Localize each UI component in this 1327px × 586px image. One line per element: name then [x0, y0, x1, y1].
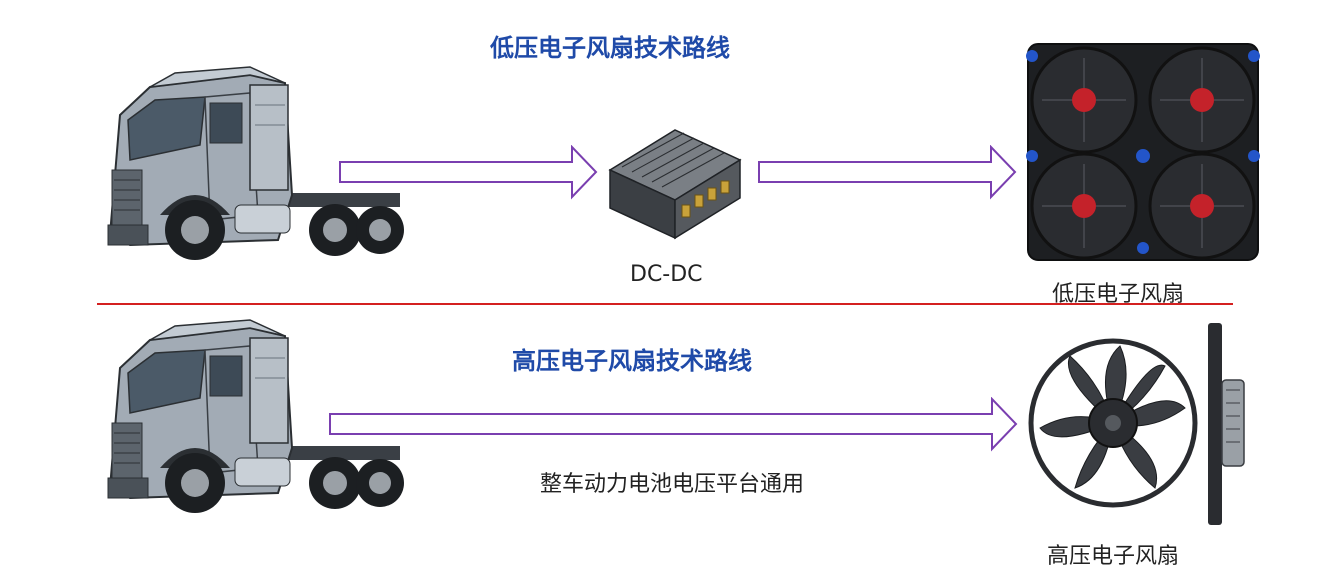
truck-icon-bottom — [100, 318, 405, 528]
divider-line — [97, 303, 1233, 305]
quad-fan-radiator-icon — [1022, 38, 1264, 266]
arrow-truck-to-dcdc — [338, 145, 600, 200]
dc-dc-converter-icon — [600, 120, 750, 245]
low-fan-label: 低压电子风扇 — [1052, 282, 1185, 307]
arrow-dcdc-to-fan — [757, 145, 1019, 200]
dc-dc-label: DC-DC — [630, 262, 703, 287]
high-fan-label: 高压电子风扇 — [1047, 544, 1180, 569]
axial-fan-icon — [1025, 318, 1255, 530]
high-route-title: 高压电子风扇技术路线 — [512, 347, 752, 375]
low-route-title: 低压电子风扇技术路线 — [490, 34, 730, 62]
truck-icon-top — [100, 65, 405, 275]
hv-arrow-label: 整车动力电池电压平台通用 — [540, 472, 805, 497]
arrow-truck-to-hv-fan — [328, 397, 1020, 452]
